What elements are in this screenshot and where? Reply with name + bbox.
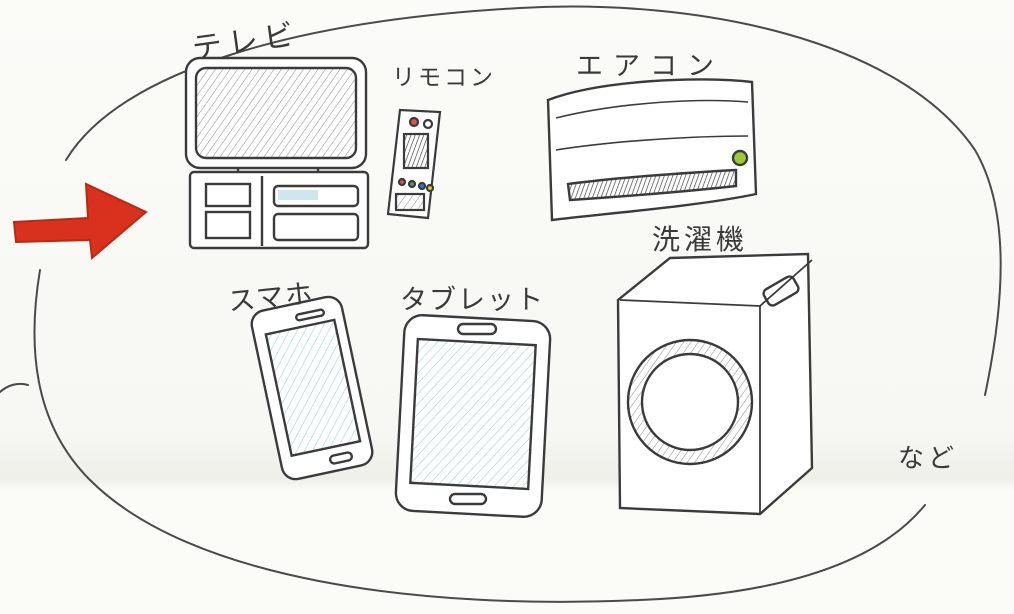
remote-control-icon: [386, 108, 442, 220]
air-conditioner-icon: [546, 78, 758, 222]
label-washer: 洗濯機: [652, 223, 749, 256]
label-remote: リモコン: [392, 65, 496, 91]
tablet-icon: [394, 314, 552, 518]
tv-icon: [184, 56, 370, 250]
label-tablet: タブレット: [400, 285, 545, 316]
label-aircon: エアコン: [576, 51, 724, 82]
arrow-right-icon: [12, 182, 148, 260]
smartphone-icon: [250, 295, 374, 481]
washing-machine-icon: [616, 252, 814, 516]
label-etc: など: [898, 444, 959, 474]
